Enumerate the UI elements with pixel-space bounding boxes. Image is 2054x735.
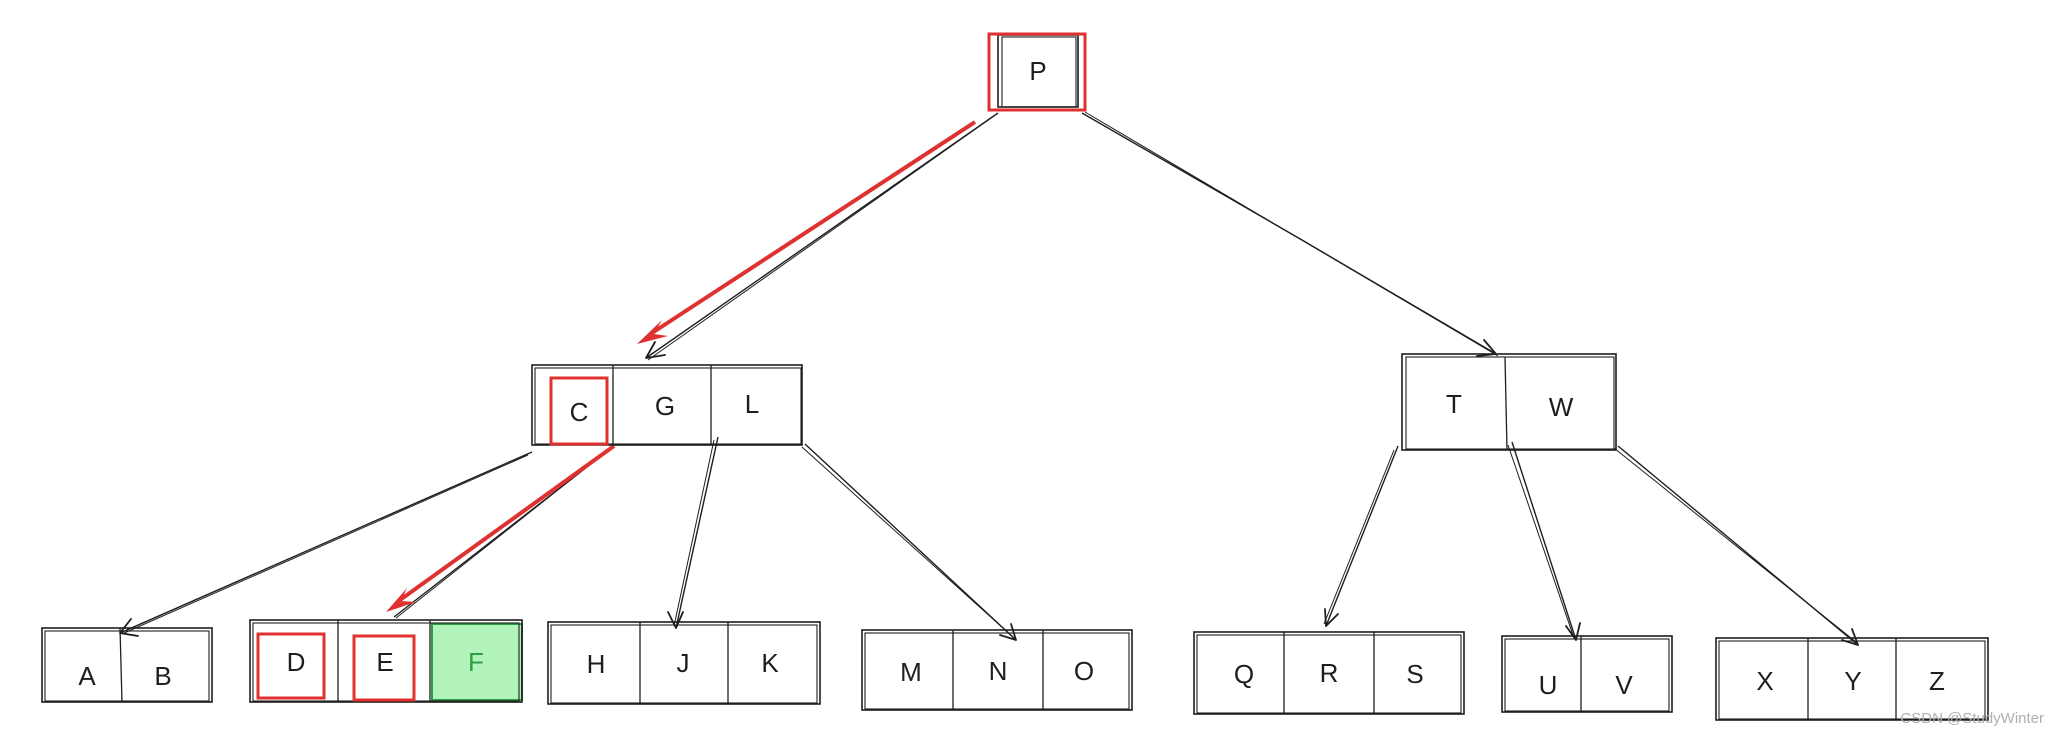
- search-path-arrows: [386, 120, 977, 612]
- key-q: Q: [1234, 659, 1254, 689]
- edge-p-to-tw: [1081, 111, 1499, 357]
- key-p: P: [1029, 56, 1046, 86]
- key-n: N: [989, 656, 1008, 686]
- edge-cgl-to-mno: [801, 443, 1017, 641]
- node-tw: T W: [1401, 353, 1617, 451]
- highlight-fill-f: [431, 623, 523, 701]
- key-f: F: [468, 647, 484, 677]
- red-arrow-p-to-c: [637, 120, 977, 344]
- key-a: A: [78, 661, 96, 691]
- key-b: B: [154, 661, 171, 691]
- key-v: V: [1615, 670, 1633, 700]
- leaf-ab: A B: [41, 627, 213, 703]
- node-root: P: [987, 32, 1087, 112]
- key-t: T: [1446, 389, 1462, 419]
- key-d: D: [287, 647, 306, 677]
- edge-tw-to-xyz: [1613, 445, 1859, 646]
- key-y: Y: [1844, 666, 1861, 696]
- leaf-def: D E F: [249, 619, 523, 703]
- edge-t-to-qrs: [1323, 445, 1399, 627]
- key-w: W: [1549, 392, 1574, 422]
- tree-edges: [119, 111, 1859, 646]
- key-m: M: [900, 657, 922, 687]
- key-e: E: [376, 647, 393, 677]
- key-u: U: [1539, 670, 1558, 700]
- highlight-box-c: [549, 376, 609, 446]
- key-o: O: [1074, 656, 1094, 686]
- leaf-uv: U V: [1501, 635, 1673, 713]
- key-c: C: [570, 397, 589, 427]
- key-l: L: [745, 389, 759, 419]
- highlight-box-d: [256, 632, 326, 700]
- key-z: Z: [1929, 666, 1945, 696]
- key-j: J: [677, 648, 690, 678]
- edge-p-to-cgl: [645, 112, 999, 361]
- watermark: CSDN @StudyWinter: [1900, 710, 2044, 727]
- key-s: S: [1406, 659, 1423, 689]
- leaf-xyz: X Y Z: [1715, 637, 1989, 721]
- highlight-box-p: [987, 32, 1087, 112]
- node-cgl: C G L: [531, 364, 803, 446]
- highlight-box-e: [352, 634, 416, 702]
- edge-c-to-ab: [119, 451, 533, 637]
- edge-l-to-hjk: [667, 436, 719, 629]
- key-k: K: [761, 648, 779, 678]
- key-r: R: [1320, 658, 1339, 688]
- key-x: X: [1756, 666, 1773, 696]
- leaf-hjk: H J K: [547, 621, 821, 705]
- leaf-qrs: Q R S: [1193, 631, 1465, 715]
- red-arrow-c-to-d: [386, 444, 616, 612]
- leaf-mno: M N O: [861, 629, 1133, 711]
- key-g: G: [655, 391, 675, 421]
- key-h: H: [587, 649, 606, 679]
- edge-w-to-uv: [1507, 441, 1581, 641]
